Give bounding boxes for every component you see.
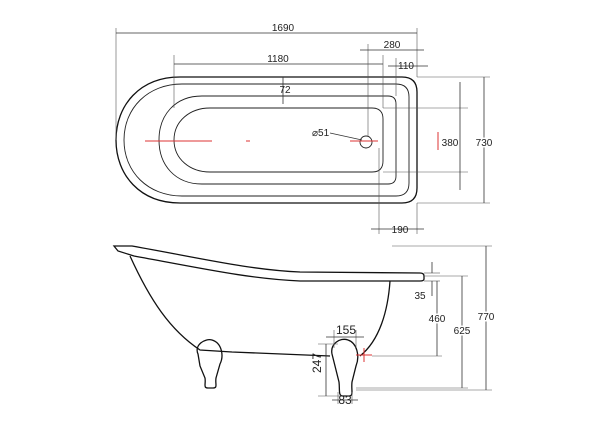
dim-offset-110: 110 xyxy=(398,61,414,72)
tub-side-rim xyxy=(112,245,425,282)
dim-inner-length: 1180 xyxy=(267,54,289,65)
dim-foot-base: 83 xyxy=(338,393,352,407)
dim-rim-drop: 35 xyxy=(414,291,426,302)
claw-foot-left xyxy=(196,339,223,389)
side-view: 155 247 83 35 460 625 770 xyxy=(112,245,496,407)
dim-overall-width: 730 xyxy=(476,138,493,149)
dim-rim-72: 72 xyxy=(279,85,291,96)
tub-rim-outline xyxy=(123,83,410,197)
leader-waste xyxy=(329,132,363,141)
dim-overall-length: 1690 xyxy=(272,23,295,34)
top-view: 1690 1180 280 110 72 ⌀51 380 730 xyxy=(115,23,494,236)
dim-waste-height: 460 xyxy=(429,314,446,325)
claw-foot-right xyxy=(331,338,359,397)
dim-waste-offset: 190 xyxy=(392,225,409,236)
dim-inner-width: 380 xyxy=(442,138,459,149)
dim-foot-height: 247 xyxy=(310,353,324,373)
waste-outlet xyxy=(359,135,373,149)
dim-overall-height: 770 xyxy=(478,312,495,323)
dim-rim-height: 625 xyxy=(454,326,471,337)
dim-foot-width: 155 xyxy=(336,323,356,337)
tub-bottom-outline xyxy=(173,107,384,173)
tub-basin-outline xyxy=(158,95,397,185)
tub-outer-outline xyxy=(115,76,418,204)
dim-waste-dia: ⌀51 xyxy=(312,128,330,139)
dim-offset-280: 280 xyxy=(384,40,401,51)
